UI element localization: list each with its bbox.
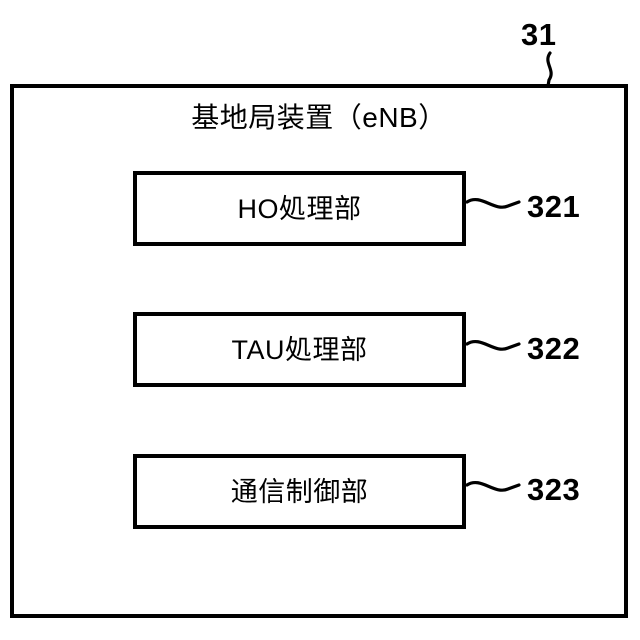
module-label: HO処理部 [237,193,362,224]
reference-number-321: 321 [527,189,581,224]
module-box-communication-control: 通信制御部 [133,454,466,529]
reference-number-323: 323 [527,472,581,507]
reference-number-322: 322 [527,331,581,366]
leader-line-31-squiggle-icon [546,51,553,88]
module-box-tau-processing: TAU処理部 [133,312,466,387]
module-label: 通信制御部 [230,476,369,507]
module-box-ho-processing: HO処理部 [133,171,466,246]
device-title: 基地局装置（eNB） [191,102,447,133]
module-label: TAU処理部 [231,334,368,365]
reference-number-31: 31 [521,17,557,52]
